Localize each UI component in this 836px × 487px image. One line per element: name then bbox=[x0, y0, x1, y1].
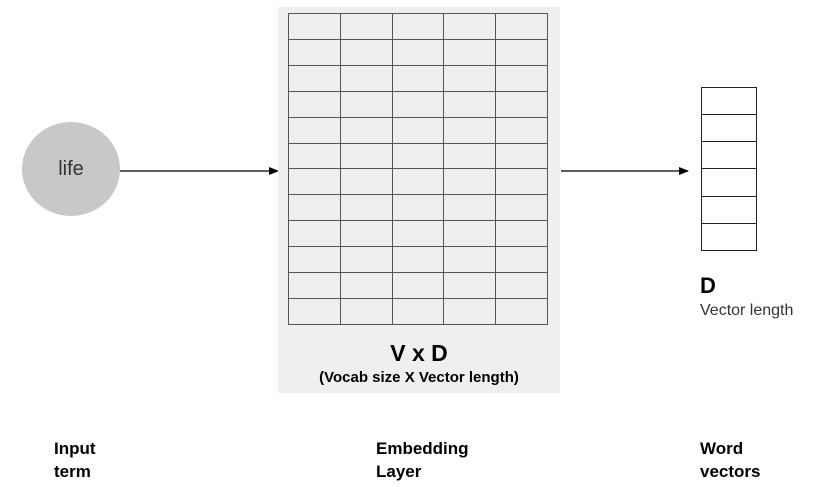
matrix-cell bbox=[340, 195, 393, 222]
matrix-cell bbox=[496, 117, 548, 144]
matrix-cell bbox=[392, 143, 445, 170]
matrix-cell bbox=[289, 195, 341, 222]
vector-cell bbox=[702, 142, 756, 170]
matrix-cell bbox=[496, 195, 548, 222]
matrix-cell bbox=[444, 299, 497, 325]
caption-embedding-line-1: Embedding bbox=[376, 439, 469, 458]
vector-cell bbox=[702, 197, 756, 224]
matrix-cell bbox=[444, 117, 497, 144]
matrix-cell bbox=[496, 14, 548, 40]
matrix-cell bbox=[496, 221, 548, 248]
matrix-cell bbox=[392, 195, 445, 222]
matrix-cell bbox=[340, 221, 393, 248]
matrix-cell bbox=[496, 91, 548, 118]
vector-cell bbox=[702, 88, 756, 116]
matrix-cell bbox=[340, 169, 393, 196]
matrix-cell bbox=[496, 299, 548, 325]
matrix-cell bbox=[444, 247, 497, 274]
word-vector-column bbox=[701, 87, 757, 251]
matrix-cell bbox=[340, 91, 393, 118]
caption-embedding-layer: Embedding Layer bbox=[376, 437, 469, 483]
matrix-cell bbox=[444, 14, 497, 40]
matrix-cell bbox=[340, 273, 393, 300]
matrix-cell bbox=[496, 273, 548, 300]
matrix-cell bbox=[289, 14, 341, 40]
matrix-cell bbox=[289, 273, 341, 300]
matrix-cell bbox=[444, 195, 497, 222]
matrix-cell bbox=[340, 299, 393, 325]
matrix-cell bbox=[392, 14, 445, 40]
matrix-cell bbox=[392, 221, 445, 248]
matrix-cell bbox=[340, 39, 393, 66]
matrix-cell bbox=[289, 221, 341, 248]
caption-output-line-2: vectors bbox=[700, 462, 761, 481]
embedding-matrix-grid bbox=[288, 13, 548, 325]
vector-dimension-label: D bbox=[700, 273, 716, 298]
matrix-cell bbox=[444, 221, 497, 248]
caption-input-term: Input term bbox=[54, 437, 96, 483]
vector-cell bbox=[702, 169, 756, 197]
matrix-cell bbox=[340, 65, 393, 92]
embedding-layer-panel: V x D (Vocab size X Vector length) bbox=[278, 7, 560, 393]
matrix-cell bbox=[340, 14, 393, 40]
input-term-label: life bbox=[58, 157, 84, 180]
vector-cell bbox=[702, 115, 756, 143]
caption-output-line-1: Word bbox=[700, 439, 744, 458]
matrix-cell bbox=[289, 143, 341, 170]
matrix-cell bbox=[392, 273, 445, 300]
matrix-cell bbox=[289, 39, 341, 66]
matrix-cell bbox=[496, 65, 548, 92]
matrix-cell bbox=[496, 247, 548, 274]
matrix-cell bbox=[444, 91, 497, 118]
embedding-dimensions-label: V x D bbox=[390, 340, 448, 366]
matrix-cell bbox=[289, 91, 341, 118]
vector-dimension-description: Vector length bbox=[700, 302, 794, 319]
matrix-cell bbox=[392, 117, 445, 144]
matrix-cell bbox=[392, 91, 445, 118]
matrix-cell bbox=[340, 117, 393, 144]
matrix-cell bbox=[392, 247, 445, 274]
matrix-cell bbox=[289, 65, 341, 92]
matrix-cell bbox=[496, 39, 548, 66]
embedding-dimensions-description: (Vocab size X Vector length) bbox=[319, 369, 519, 386]
matrix-cell bbox=[392, 39, 445, 66]
matrix-cell bbox=[289, 169, 341, 196]
matrix-cell bbox=[444, 169, 497, 196]
matrix-cell bbox=[340, 247, 393, 274]
matrix-cell bbox=[444, 39, 497, 66]
matrix-cell bbox=[392, 169, 445, 196]
input-term-node: life bbox=[22, 122, 120, 216]
caption-word-vectors: Word vectors bbox=[700, 437, 760, 483]
matrix-cell bbox=[289, 299, 341, 325]
matrix-cell bbox=[444, 273, 497, 300]
matrix-cell bbox=[496, 143, 548, 170]
matrix-cell bbox=[289, 117, 341, 144]
matrix-cell bbox=[392, 299, 445, 325]
matrix-cell bbox=[496, 169, 548, 196]
caption-embedding-line-2: Layer bbox=[376, 462, 422, 481]
matrix-cell bbox=[444, 65, 497, 92]
matrix-cell bbox=[444, 143, 497, 170]
caption-input-line-2: term bbox=[54, 462, 91, 481]
matrix-cell bbox=[392, 65, 445, 92]
vector-cell bbox=[702, 224, 756, 251]
caption-input-line-1: Input bbox=[54, 439, 96, 458]
matrix-cell bbox=[340, 143, 393, 170]
matrix-cell bbox=[289, 247, 341, 274]
